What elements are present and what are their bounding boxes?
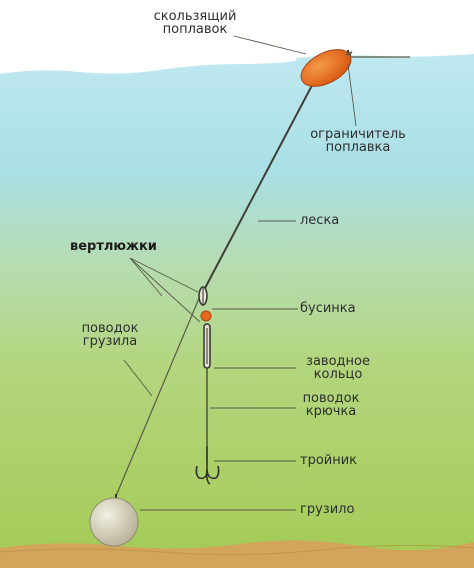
- label-bead: бусинка: [300, 301, 356, 316]
- callout-lines: [123, 35, 357, 511]
- swivel: [198, 286, 208, 306]
- label-sinker-leader: поводок грузила: [81, 321, 139, 349]
- sinker-leader: [115, 295, 201, 497]
- water-right: [296, 58, 474, 568]
- label-line: леска: [300, 213, 340, 228]
- treble-hook: [195, 446, 220, 485]
- main-line: [203, 73, 319, 291]
- label-sliding-float: скользящий поплавок: [153, 9, 237, 37]
- split-ring: [203, 323, 211, 369]
- label-treble-hook: тройник: [300, 453, 358, 468]
- water: [0, 60, 300, 568]
- sinker: [89, 494, 139, 547]
- label-split-ring: заводное кольцо: [306, 354, 370, 382]
- label-float-stopper: ограничитель поплавка: [310, 127, 406, 155]
- label-hook-leader: поводок крючка: [302, 391, 360, 419]
- bead: [200, 310, 212, 322]
- label-swivels: вертлюжки: [70, 239, 157, 254]
- sliding-float: [300, 49, 353, 87]
- label-sinker: грузило: [300, 502, 355, 517]
